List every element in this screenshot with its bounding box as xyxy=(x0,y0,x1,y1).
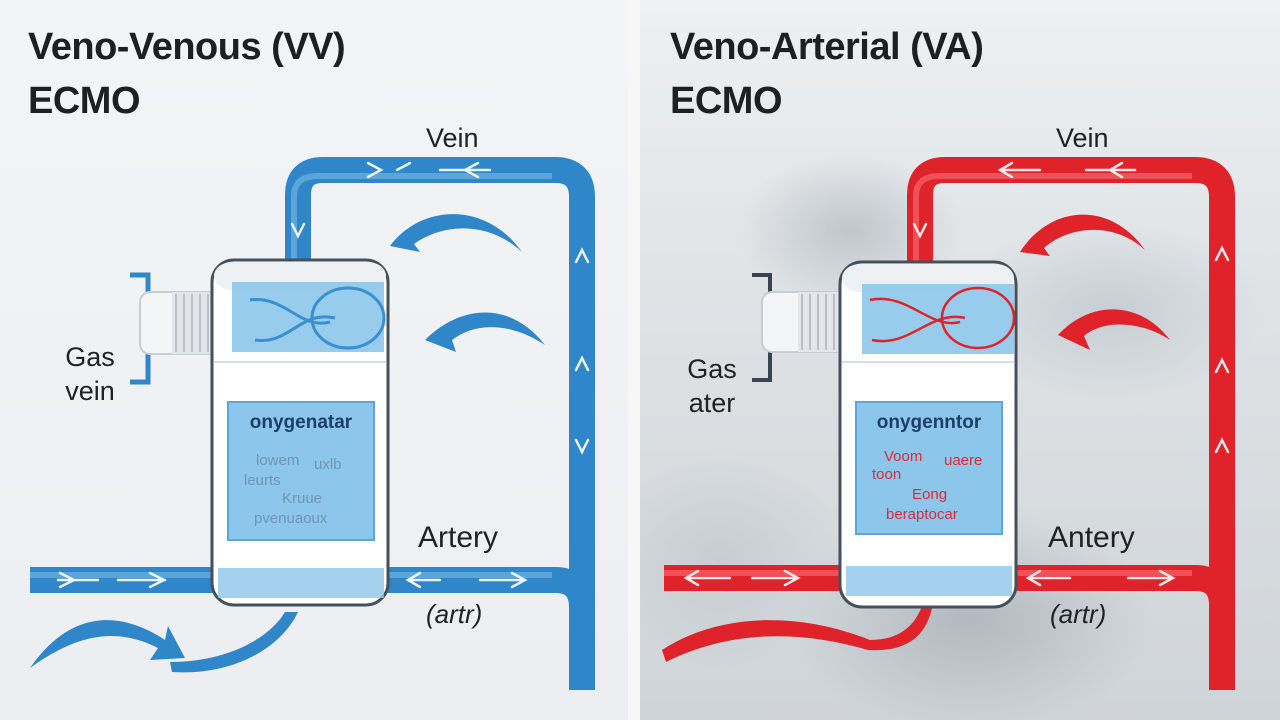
oxygenator-icon xyxy=(210,258,390,607)
va-oxygenator-line: toon xyxy=(872,466,902,483)
vv-oxygenator-line: Kruue xyxy=(282,490,323,507)
curved-flow-arrow-icon xyxy=(30,214,545,673)
vv-oxygenator-line: uxlb xyxy=(314,456,342,473)
vv-artery-label: Artery xyxy=(418,521,499,554)
va-oxygenator-line: uaere xyxy=(944,452,983,469)
va-oxygenator-line: Eong xyxy=(912,486,948,503)
oxygenator-icon xyxy=(838,260,1018,609)
va-circuit-diagram xyxy=(662,157,1235,690)
va-artery-sub-label: (artr) xyxy=(1050,599,1107,629)
vv-artery-sub-label: (artr) xyxy=(426,599,483,629)
va-oxygenator-line: Voom xyxy=(884,448,923,465)
vv-oxygenator-line: leurts xyxy=(244,472,281,489)
direction-chevron-icon xyxy=(56,161,590,589)
va-oxygenator-line: beraptocar xyxy=(886,506,958,523)
vv-oxygenator-title: onygenatar xyxy=(249,412,353,433)
va-title: Veno-Arterial (VA)ECMO xyxy=(670,26,984,122)
vv-oxygenator-line: pvenuaoux xyxy=(254,510,328,527)
curved-flow-arrow-icon xyxy=(662,214,1170,662)
va-artery-label: Antery xyxy=(1048,521,1135,554)
va-oxygenator-title: onygenntor xyxy=(876,412,982,433)
vv-title: Veno-Venous (VV)ECMO xyxy=(28,26,346,122)
vv-circuit-diagram xyxy=(30,157,595,690)
va-vein-label: Vein xyxy=(1056,123,1109,153)
vv-oxygenator-line: lowem xyxy=(256,452,300,469)
direction-chevron-icon xyxy=(683,161,1230,587)
vv-vein-label: Vein xyxy=(426,123,479,153)
